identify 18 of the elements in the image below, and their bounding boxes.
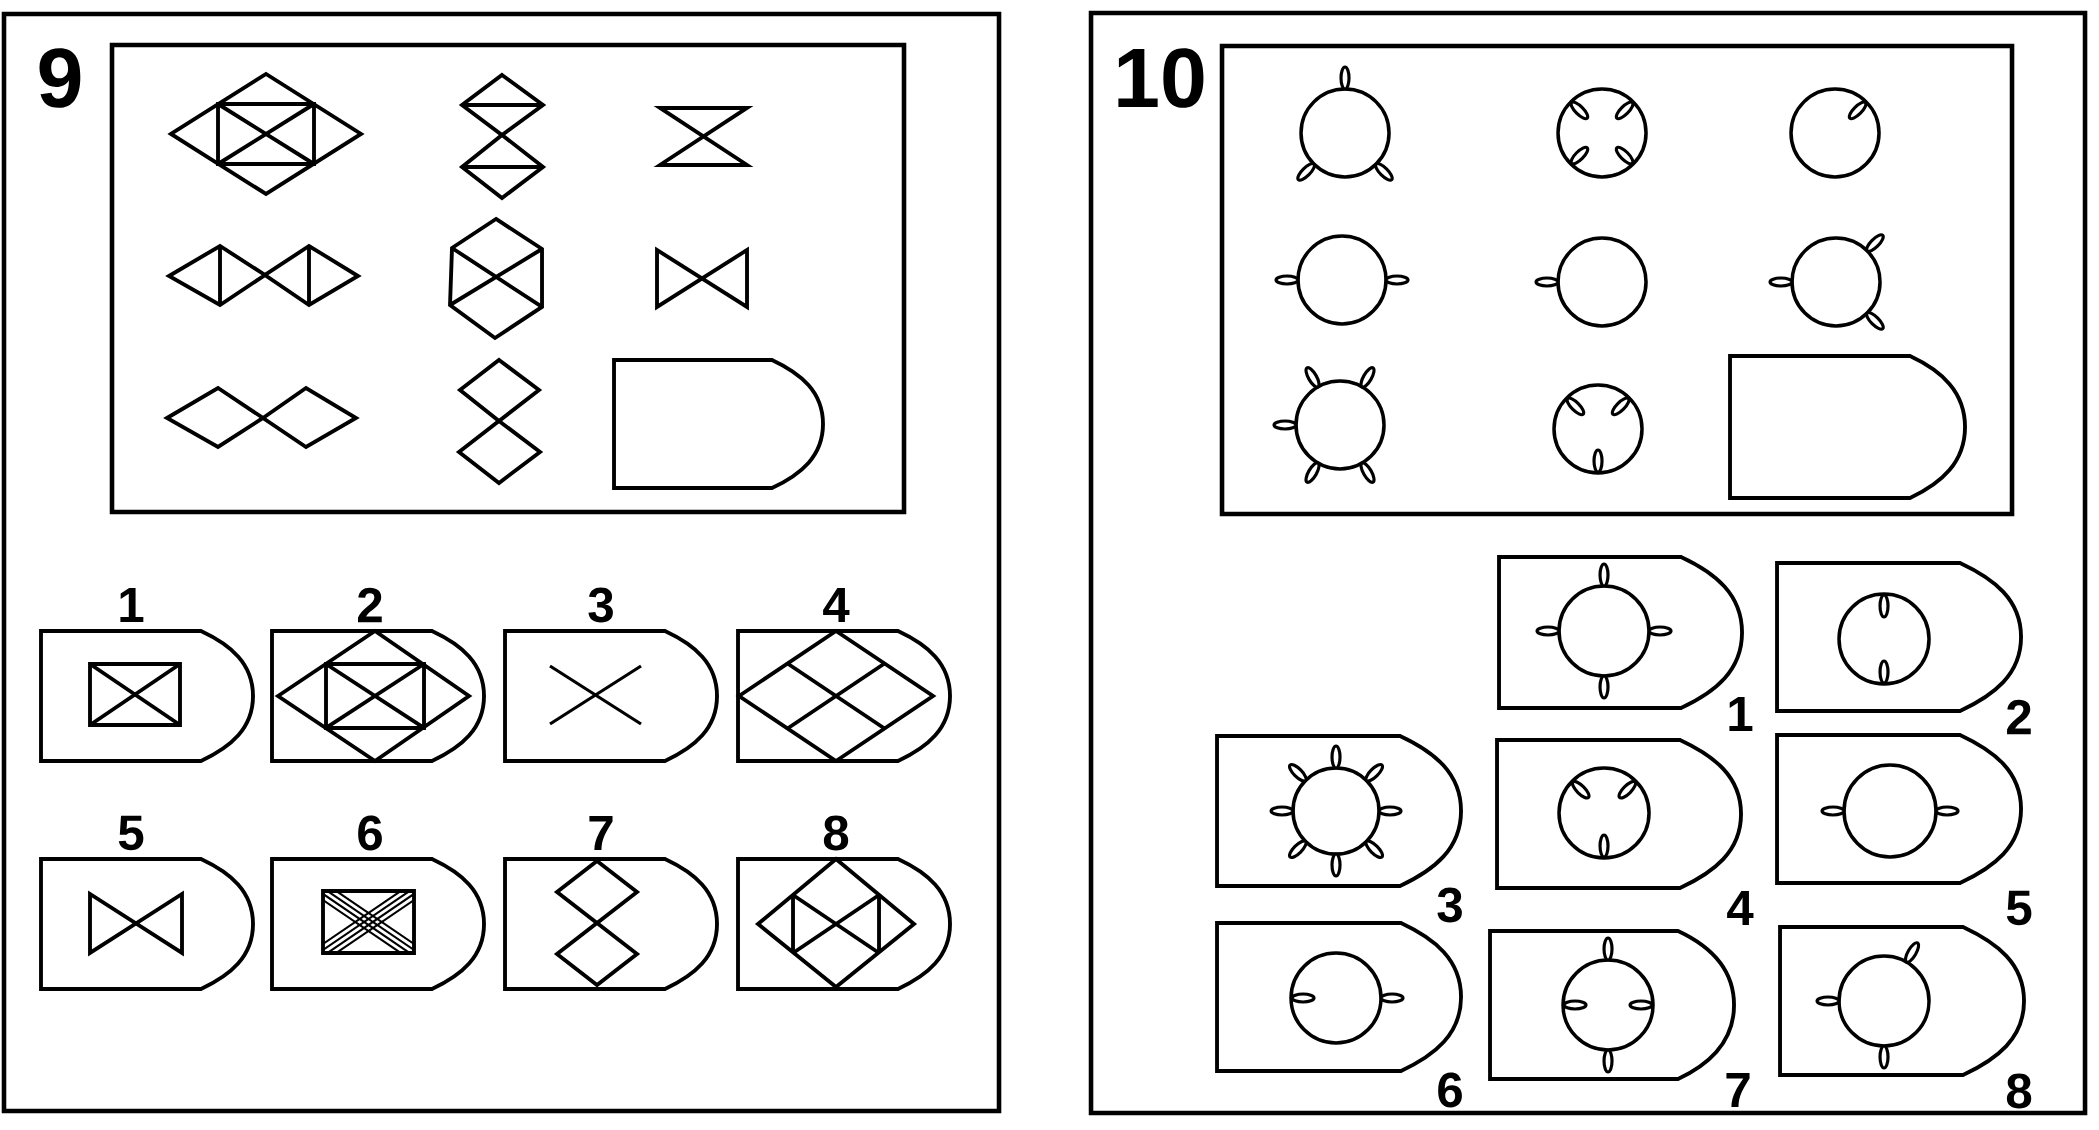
option-number: 7 bbox=[1726, 1073, 1750, 1107]
option-number: 1 bbox=[120, 588, 144, 622]
option-number: 6 bbox=[358, 815, 382, 851]
option-number: 5 bbox=[2006, 890, 2032, 926]
option-number: 4 bbox=[1727, 891, 1754, 925]
option-number: 2 bbox=[2007, 699, 2031, 735]
puzzle-number: 9 bbox=[39, 48, 81, 108]
option-number: 3 bbox=[588, 587, 613, 623]
option-number: 6 bbox=[1438, 1072, 1462, 1108]
option-number: 7 bbox=[589, 816, 613, 850]
option-number: 4 bbox=[823, 588, 850, 622]
option-number: 8 bbox=[2006, 1073, 2032, 1109]
option-number: 2 bbox=[358, 587, 382, 623]
puzzle-number: 10 bbox=[1118, 48, 1204, 108]
option-number: 8 bbox=[823, 815, 849, 851]
option-number: 1 bbox=[1729, 697, 1753, 731]
option-number: 5 bbox=[118, 815, 144, 851]
option-number: 3 bbox=[1437, 887, 1462, 923]
